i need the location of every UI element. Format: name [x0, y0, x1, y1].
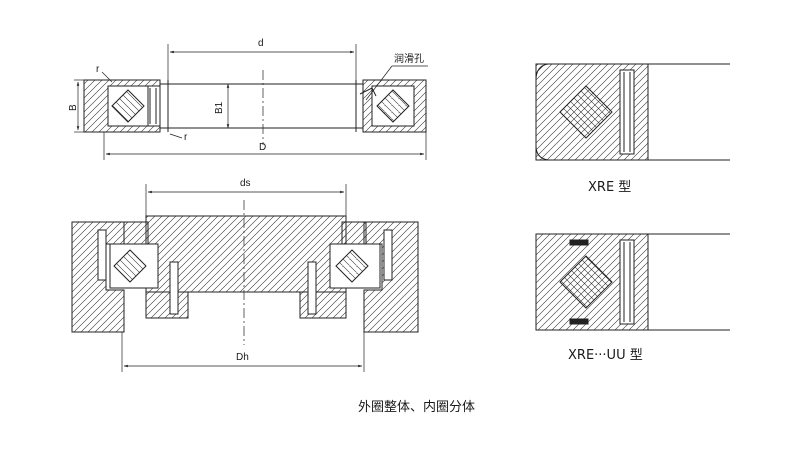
xre-uu-bolt — [619, 239, 635, 325]
inner-clamp-left — [145, 291, 189, 319]
mounting-section-view — [71, 184, 419, 372]
bolt-2 — [383, 229, 393, 281]
xre-bolt — [619, 69, 635, 155]
roller-right — [376, 89, 410, 123]
label-ds: ds — [240, 178, 251, 189]
roller-left — [111, 89, 145, 123]
bolt-1 — [97, 229, 107, 281]
clamp-right — [341, 221, 367, 245]
label-Dh: Dh — [236, 352, 249, 363]
section-view-top — [74, 44, 428, 160]
label-d: d — [258, 38, 264, 49]
caption-xre-uu: XRE···UU 型 — [568, 348, 643, 363]
bolt-3 — [169, 261, 179, 315]
label-D: D — [259, 142, 266, 153]
xre-type-detail — [535, 63, 730, 161]
label-B1: B1 — [214, 101, 225, 114]
xre-uu-roller — [559, 255, 613, 309]
roller-mount-left — [113, 249, 147, 283]
xre-uu-seal-top — [569, 239, 589, 246]
xre-uu-type-detail — [535, 233, 730, 331]
label-B: B — [68, 104, 79, 111]
label-r-top: r — [96, 64, 100, 75]
label-r-bottom: r — [184, 132, 188, 143]
clamp-left — [123, 221, 149, 245]
caption-xre: XRE 型 — [588, 180, 632, 195]
bolt-4 — [307, 261, 317, 315]
roller-mount-right — [335, 249, 369, 283]
inner-clamp-right — [299, 291, 347, 319]
caption-main: 外圈整体、内圈分体 — [358, 400, 476, 415]
xre-uu-seal-bottom — [569, 318, 589, 325]
label-lube-hole: 润滑孔 — [394, 52, 424, 65]
xre-roller — [559, 85, 613, 139]
